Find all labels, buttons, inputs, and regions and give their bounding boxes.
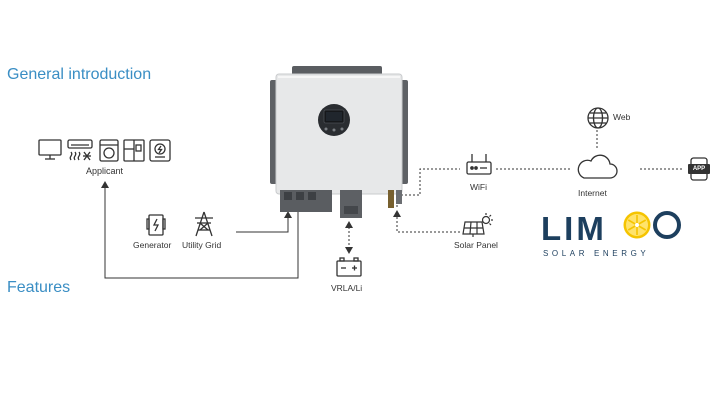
app-label: APP (692, 166, 706, 172)
pylon-icon (195, 211, 213, 237)
phone-app-icon (688, 157, 710, 181)
washing-machine-icon (99, 139, 119, 162)
section-title-general-introduction: General introduction (7, 66, 152, 83)
battery-label: VRLA/Li (331, 283, 363, 293)
battery (336, 257, 362, 282)
applicant-appliances (38, 137, 178, 170)
svg-text:LIM: LIM (541, 210, 607, 246)
globe-icon (587, 107, 609, 129)
utility-grid-label: Utility Grid (182, 240, 222, 250)
battery-icon (336, 257, 362, 277)
web (586, 106, 610, 135)
internet-label: Internet (578, 188, 607, 198)
cloud-icon (577, 154, 618, 179)
web-label: Web (613, 112, 631, 122)
solar-panel-icon (462, 213, 493, 237)
app: APP (688, 157, 710, 186)
generator-icon (146, 214, 166, 236)
generator (146, 214, 166, 241)
inverter-unit (268, 66, 414, 223)
generator-label: Generator (133, 240, 172, 250)
internet-cloud (576, 152, 618, 187)
wifi-router (466, 152, 492, 181)
utility-grid (192, 211, 216, 242)
router-icon (466, 154, 492, 175)
section-title-features: Features (7, 279, 71, 296)
appliance-icons (38, 139, 171, 162)
fridge-icon (123, 139, 145, 162)
tv-icon (38, 139, 62, 160)
limoo-logo-mark: LIM (541, 210, 681, 247)
applicant-label: Applicant (86, 166, 124, 176)
air-conditioner-icon (67, 139, 93, 161)
cooker-icon (149, 139, 171, 162)
brand-tagline: SOLAR ENERGY (543, 249, 650, 258)
wifi-label: WiFi (470, 182, 487, 192)
solar-panel (462, 212, 494, 243)
limoo-logo: LIM SOLAR ENERGY (541, 206, 681, 264)
inverter-illustration (270, 66, 408, 220)
solar-panel-label: Solar Panel (454, 240, 498, 250)
